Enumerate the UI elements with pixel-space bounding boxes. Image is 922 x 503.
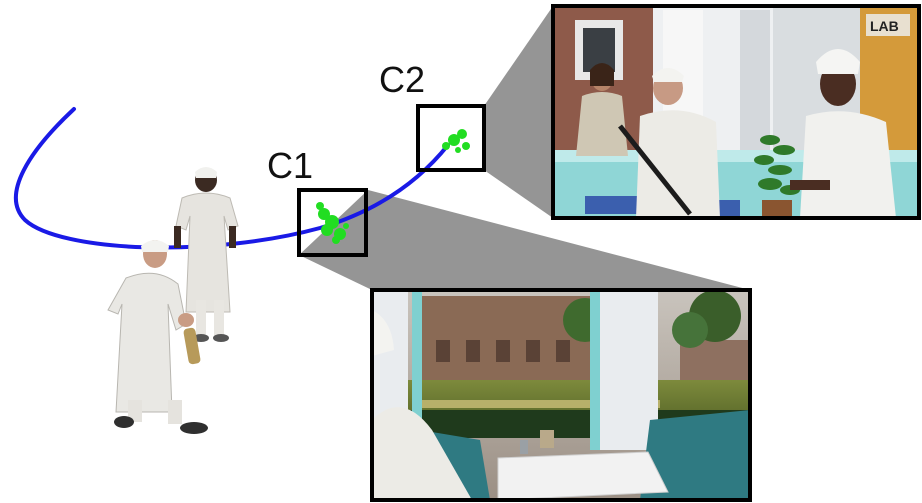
c2-label: C2: [379, 59, 425, 100]
cook-figure-standing: [174, 167, 239, 342]
camera-c2[interactable]: C2: [379, 59, 486, 172]
cook-figure-walking: [107, 240, 208, 434]
c2-marker: [442, 129, 470, 153]
camera-c1[interactable]: C1: [267, 145, 368, 257]
c1-view-panel: [370, 288, 752, 502]
c2-view-frustum: [484, 6, 553, 218]
c1-label: C1: [267, 145, 313, 186]
svg-text:LAB: LAB: [870, 18, 899, 34]
c1-frame: [297, 188, 368, 257]
c1-marker: [316, 202, 349, 244]
c2-view-panel: LAB: [551, 4, 921, 220]
c2-lab-sign: [866, 14, 910, 36]
c1-view-frustum: [299, 190, 750, 290]
c2-frame: [416, 104, 486, 172]
